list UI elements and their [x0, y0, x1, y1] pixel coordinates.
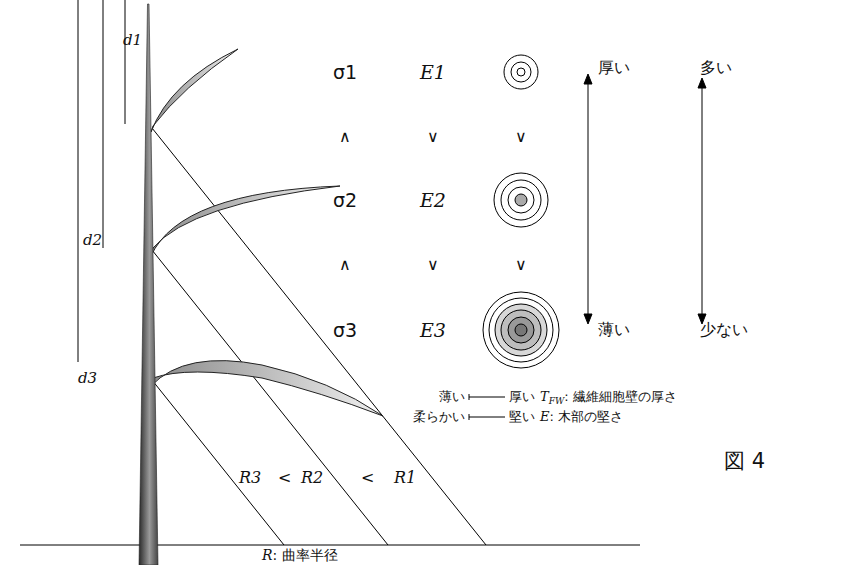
radius-line [152, 380, 284, 545]
stiffness-label: E1 [420, 62, 446, 83]
branch [151, 186, 340, 256]
cross-section [494, 173, 548, 227]
compare-sign: ∧ [339, 256, 351, 274]
stress-label: σ2 [333, 190, 357, 211]
text-row: 薄い 厚い TFW: 繊維細胞壁の厚さ [439, 390, 677, 404]
radius-label: R1 [394, 469, 416, 487]
stress-label: σ3 [333, 320, 357, 341]
legend-text: 柔らかい [413, 410, 465, 424]
height-line [103, 0, 104, 248]
legend-text: : 木部の堅さ [550, 410, 624, 424]
height-label: d3 [78, 370, 97, 387]
thickness-symbol: FW [549, 397, 565, 407]
branch [151, 49, 238, 132]
stiffness-label: E2 [420, 190, 446, 211]
text-row: R: 曲率半径 [262, 548, 338, 563]
legend-text: : 曲率半径 [273, 548, 338, 563]
legend-text: 厚い [509, 390, 535, 404]
range-arrow [584, 74, 706, 324]
scale-end: 多い [700, 59, 732, 77]
compare-sign: ∨ [515, 256, 527, 274]
stress-label: σ1 [333, 62, 357, 83]
height-line [78, 0, 79, 362]
compare-sign: < [361, 469, 374, 487]
scale-end: 厚い [598, 59, 630, 77]
radius-line [152, 250, 388, 545]
thickness-symbol: T [540, 390, 549, 404]
legend-text: R [262, 548, 273, 563]
radius-line [152, 128, 486, 545]
compare-sign: ∨ [515, 128, 527, 146]
compare-sign: ∧ [339, 128, 351, 146]
cross-section [504, 55, 538, 89]
legend-text: : 繊維細胞壁の厚さ [564, 390, 677, 404]
legend-text: 堅い [509, 410, 535, 424]
text-row: 柔らかい 堅い E: 木部の堅さ [413, 410, 623, 424]
scale-line [468, 392, 506, 402]
trunk [139, 4, 158, 565]
height-label: d2 [83, 232, 102, 249]
legend-text: E [540, 410, 550, 424]
scale-line [468, 412, 506, 422]
radius-label: R3 [239, 469, 261, 487]
figure-caption: 図 4 [724, 450, 765, 473]
ground-line [20, 545, 640, 546]
compare-sign: ∨ [427, 256, 439, 274]
branch [151, 361, 383, 416]
height-line [125, 0, 126, 124]
radius-label: R2 [301, 469, 323, 487]
compare-sign: < [278, 469, 291, 487]
stiffness-label: E3 [420, 320, 446, 341]
legend-text: 薄い [439, 390, 465, 404]
scale-end: 薄い [598, 321, 630, 339]
compare-sign: ∨ [427, 128, 439, 146]
cross-section [483, 292, 559, 368]
height-label: d1 [123, 32, 142, 49]
scale-end: 少ない [700, 321, 748, 339]
